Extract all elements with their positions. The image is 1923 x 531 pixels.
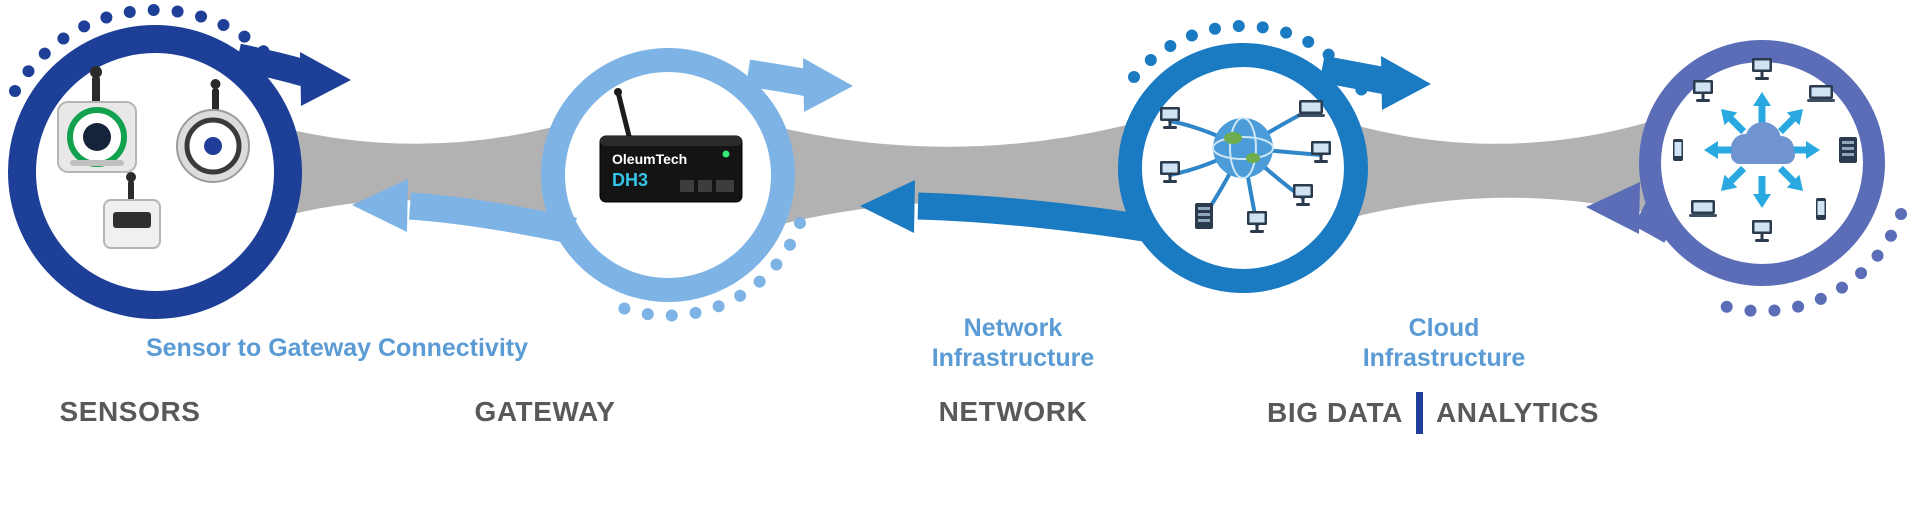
stage-label-bigdata-analytics: BIG DATA ANALYTICS bbox=[1267, 392, 1599, 434]
dotted-arcs bbox=[9, 3, 1907, 322]
arrow-gateway-to-network bbox=[745, 58, 853, 112]
connector-ribbons bbox=[200, 95, 1725, 248]
gateway-ports bbox=[680, 180, 734, 192]
gateway-led bbox=[722, 150, 730, 158]
arrow-network-to-gateway bbox=[860, 180, 1147, 242]
gateway-model-text: DH3 bbox=[612, 170, 648, 190]
flow-arrows bbox=[235, 43, 1678, 245]
stage-label-big-data: BIG DATA bbox=[1267, 397, 1403, 428]
stage-label-sensors: SENSORS bbox=[59, 396, 201, 427]
caption-cloud-line1: Cloud bbox=[1408, 314, 1480, 342]
sensor-device-transmitter bbox=[103, 172, 161, 249]
connector-gateway-network bbox=[700, 100, 1210, 248]
caption-network-line1: Network bbox=[963, 314, 1063, 342]
gateway-dotted-arc bbox=[614, 217, 806, 322]
sensors-dotted-arc bbox=[9, 3, 294, 97]
arrow-sensors-to-gateway bbox=[235, 43, 351, 106]
globe-icon bbox=[1212, 117, 1274, 179]
stage-label-analytics: ANALYTICS bbox=[1435, 397, 1600, 428]
arrow-gateway-to-sensors bbox=[352, 179, 577, 245]
arrow-network-to-cloud bbox=[1319, 55, 1431, 110]
stage-label-network: NETWORK bbox=[938, 396, 1088, 427]
network-image bbox=[1160, 100, 1331, 233]
caption-network-infrastructure: Network Infrastructure bbox=[863, 314, 1163, 373]
arrow-cloud-to-network bbox=[1586, 182, 1678, 243]
caption-network-line2: Infrastructure bbox=[931, 343, 1095, 372]
caption-cloud-infrastructure: Cloud Infrastructure bbox=[1294, 314, 1594, 373]
bigdata-analytics-divider bbox=[1415, 392, 1423, 434]
caption-cloud-line2: Infrastructure bbox=[1362, 343, 1526, 372]
stage-circles bbox=[8, 25, 1885, 319]
cloud-image bbox=[1673, 58, 1857, 242]
cloud-icon bbox=[1731, 122, 1795, 164]
gateway-image: OleumTech DH3 bbox=[599, 88, 743, 203]
stage-label-gateway: GATEWAY bbox=[474, 396, 616, 427]
sensor-device-round bbox=[176, 79, 250, 183]
sensor-device-gauge bbox=[57, 66, 137, 173]
sensors-circle bbox=[8, 25, 302, 319]
cloud-arrows bbox=[1704, 92, 1820, 208]
caption-sensor-to-gateway: Sensor to Gateway Connectivity bbox=[145, 334, 529, 362]
sensors-image bbox=[57, 66, 250, 249]
gateway-brand-text: OleumTech bbox=[612, 151, 687, 167]
cloud-dotted-arc bbox=[1705, 208, 1907, 318]
